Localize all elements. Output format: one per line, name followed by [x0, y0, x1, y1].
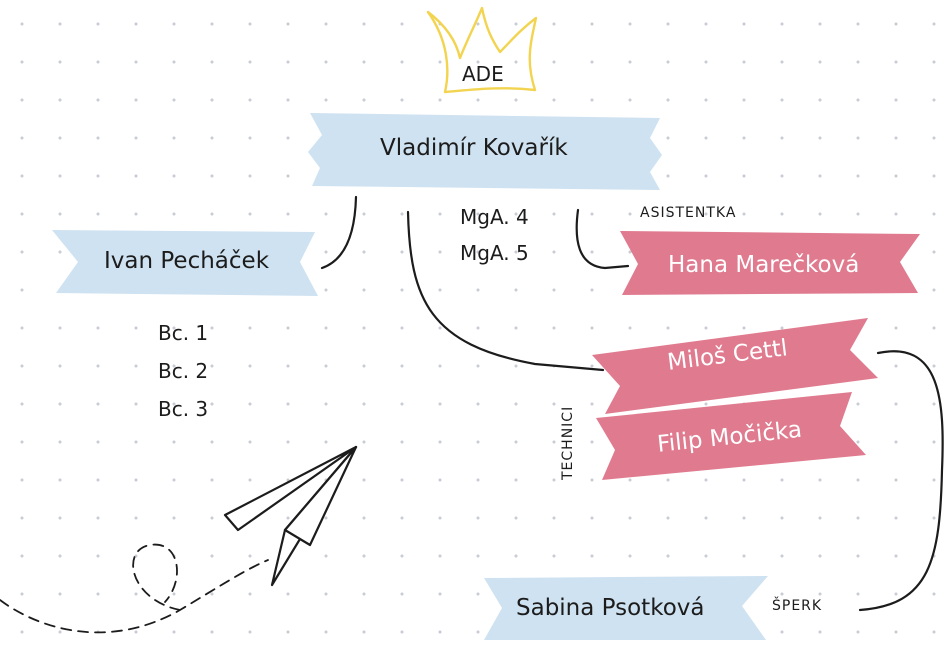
connector-technicians-to-jewelry: [858, 350, 944, 612]
left-course-list: Bc. 1 Bc. 2 Bc. 3: [158, 314, 208, 428]
ribbon-left: [52, 230, 318, 296]
list-item: MgA. 4: [460, 205, 529, 229]
jewelry-name: Sabina Psotková: [516, 595, 705, 621]
head-badge: ADE: [462, 62, 504, 86]
ribbon-head: [308, 113, 662, 190]
list-item: MgA. 5: [460, 241, 529, 265]
list-item: Bc. 3: [158, 397, 209, 421]
technicians-role: TECHNICI: [560, 405, 576, 480]
head-name: Vladimír Kovařík: [380, 135, 568, 161]
center-course-list: MgA. 4 MgA. 5: [460, 199, 529, 271]
left-name: Ivan Pecháček: [104, 248, 270, 274]
list-item: Bc. 2: [158, 359, 209, 383]
crown-icon: [426, 6, 538, 94]
ribbon-assistant: [620, 231, 920, 295]
connector-head-to-left: [320, 195, 358, 270]
connector-head-to-assistant: [575, 208, 630, 270]
ribbon-jewelry: [484, 576, 768, 640]
assistant-role: ASISTENTKA: [640, 205, 737, 221]
paper-plane-trail: [0, 543, 269, 634]
paper-plane-icon: [223, 445, 358, 587]
jewelry-role: ŠPERK: [772, 598, 823, 614]
list-item: Bc. 1: [158, 321, 209, 345]
assistant-name: Hana Marečková: [668, 252, 860, 278]
ribbon-technician-2: [596, 392, 866, 480]
ribbon-technician-1: [592, 318, 878, 414]
connector-head-to-technicians: [406, 210, 605, 372]
